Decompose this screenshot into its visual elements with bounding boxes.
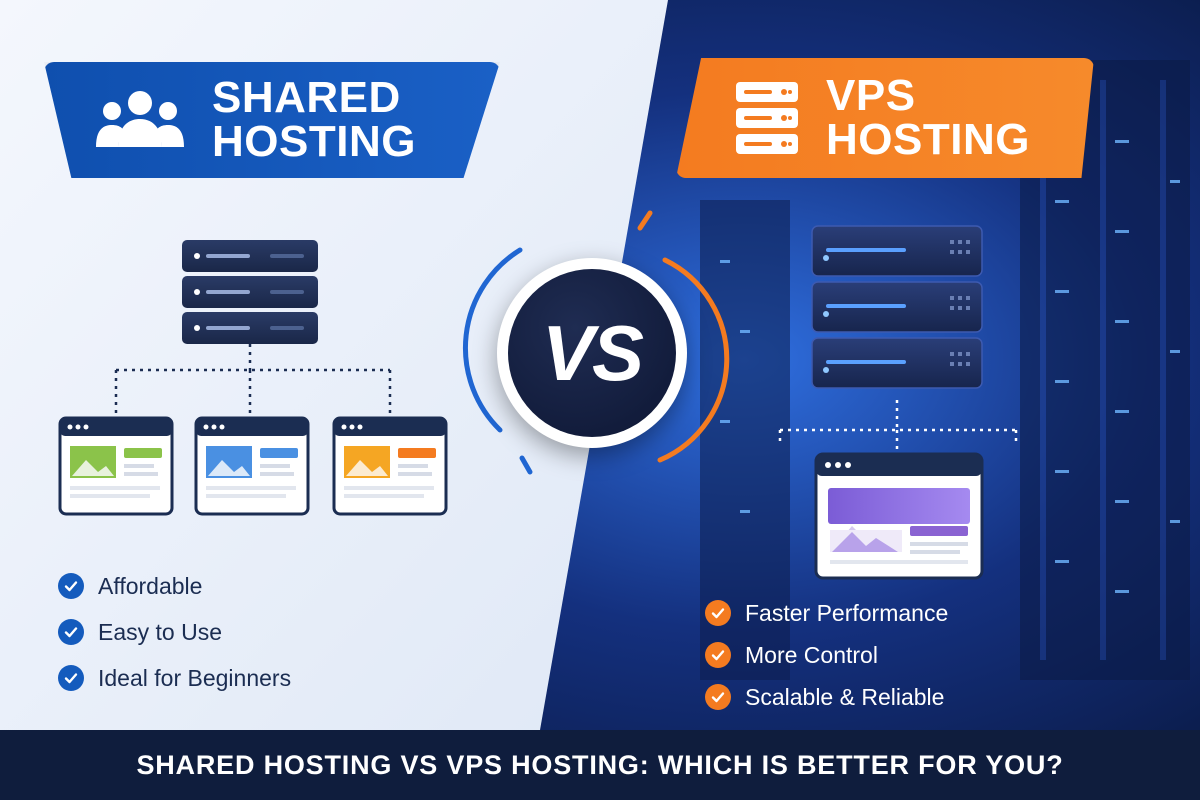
shared-hosting-banner: SHARED HOSTING <box>44 62 500 178</box>
bottom-headline-bar: SHARED HOSTING VS VPS HOSTING: WHICH IS … <box>0 730 1200 800</box>
shared-feature-item: Ideal for Beginners <box>58 655 291 701</box>
check-circle-icon <box>705 642 731 668</box>
vps-feature-label: Faster Performance <box>745 599 949 626</box>
vs-badge: VS <box>497 258 687 448</box>
vs-arc-orange <box>657 257 730 463</box>
vps-server-stack <box>811 225 983 389</box>
vs-arc-blue <box>463 247 523 433</box>
check-circle-icon <box>58 573 84 599</box>
vps-feature-label: Scalable & Reliable <box>745 683 945 710</box>
shared-title-line2: HOSTING <box>212 117 416 166</box>
vps-feature-list: Faster Performance More Control Scalable… <box>705 592 948 718</box>
shared-feature-item: Easy to Use <box>58 609 291 655</box>
shared-feature-label: Ideal for Beginners <box>98 664 292 691</box>
check-circle-icon <box>705 684 731 710</box>
vps-title-line1: VPS <box>826 71 916 120</box>
users-group-icon <box>96 91 184 147</box>
vps-feature-item: More Control <box>705 634 948 676</box>
shared-title-line1: SHARED <box>212 73 401 122</box>
shared-feature-list: Affordable Easy to Use Ideal for Beginne… <box>58 563 291 701</box>
vps-hosting-banner: VPS HOSTING <box>676 58 1094 178</box>
vs-label: VS <box>508 269 676 437</box>
website-window-orange <box>332 416 448 516</box>
shared-hosting-title: SHARED HOSTING <box>212 76 416 164</box>
vps-hosting-title: VPS HOSTING <box>826 74 1030 162</box>
vps-connectors <box>778 400 1018 454</box>
shared-feature-label: Affordable <box>98 572 203 599</box>
vps-feature-item: Scalable & Reliable <box>705 676 948 718</box>
website-window-blue <box>194 416 310 516</box>
vps-website-window <box>814 452 984 580</box>
check-circle-icon <box>58 665 84 691</box>
server-stack-icon <box>736 82 798 154</box>
vps-feature-item: Faster Performance <box>705 592 948 634</box>
vps-title-line2: HOSTING <box>826 115 1030 164</box>
check-circle-icon <box>705 600 731 626</box>
check-circle-icon <box>58 619 84 645</box>
shared-feature-item: Affordable <box>58 563 291 609</box>
vps-feature-label: More Control <box>745 641 878 668</box>
shared-feature-label: Easy to Use <box>98 618 222 645</box>
shared-background <box>0 0 668 730</box>
bottom-headline: SHARED HOSTING VS VPS HOSTING: WHICH IS … <box>136 749 1064 780</box>
website-window-green <box>58 416 174 516</box>
shared-connectors <box>114 344 392 416</box>
shared-server-stack <box>182 240 318 344</box>
